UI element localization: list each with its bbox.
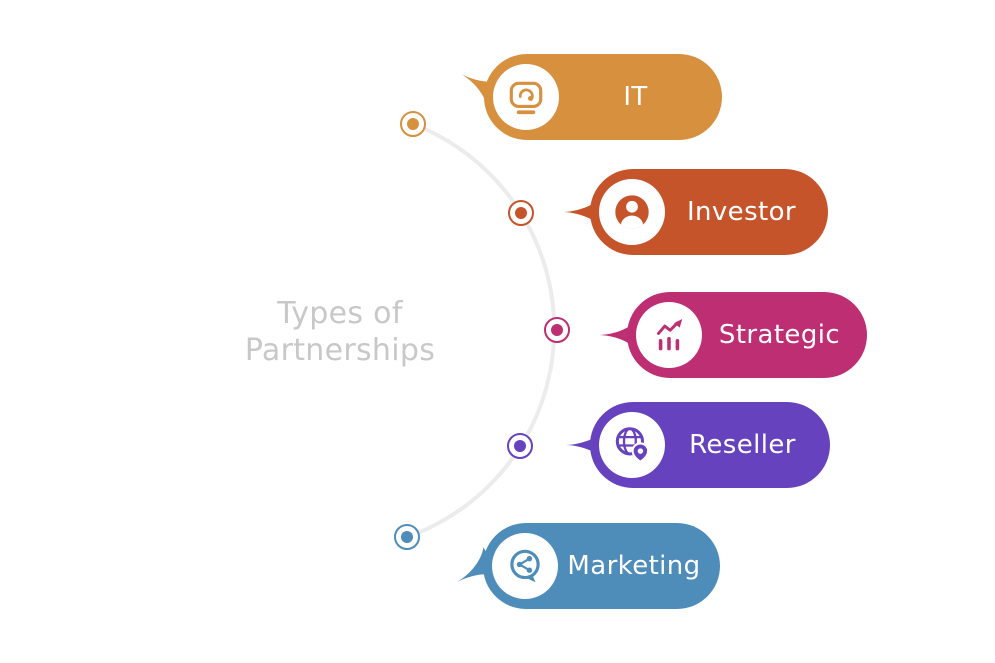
pill-tail bbox=[461, 74, 505, 109]
pill-tail bbox=[599, 318, 639, 352]
item-icon-badge bbox=[599, 412, 665, 478]
partnership-item-investor: Investor bbox=[563, 169, 828, 255]
item-label: IT bbox=[623, 82, 648, 112]
page-title-line2: Partnerships bbox=[244, 333, 436, 368]
arc-node-dot-strategic bbox=[544, 317, 570, 343]
item-icon-badge bbox=[492, 533, 558, 599]
item-icon-badge bbox=[493, 64, 559, 130]
share-bubble-icon bbox=[510, 549, 540, 583]
investor-person-icon bbox=[615, 195, 649, 229]
item-label: Reseller bbox=[689, 430, 796, 460]
support-monitor-icon bbox=[509, 81, 543, 115]
item-label: Investor bbox=[686, 197, 797, 227]
page-title-line1: Types of bbox=[277, 296, 403, 331]
pill-tail bbox=[457, 547, 501, 582]
arc-node-dot-it bbox=[400, 111, 426, 137]
growth-chart-icon bbox=[657, 319, 683, 351]
item-icon-badge bbox=[599, 179, 665, 245]
partnership-item-strategic: Strategic bbox=[599, 292, 867, 378]
arc-node-dot-investor bbox=[508, 200, 534, 226]
partnership-item-it: IT bbox=[461, 54, 722, 140]
partnership-item-reseller: Reseller bbox=[566, 402, 830, 488]
page-title: Types of Partnerships bbox=[165, 295, 515, 369]
item-label: Marketing bbox=[567, 551, 701, 581]
item-label: Strategic bbox=[718, 320, 841, 350]
pill-tail bbox=[566, 428, 606, 462]
globe-location-icon bbox=[615, 427, 650, 464]
item-icon-badge bbox=[636, 302, 702, 368]
partnership-item-marketing: Marketing bbox=[457, 523, 720, 609]
pill-tail bbox=[563, 195, 603, 229]
arc-node-dot-reseller bbox=[507, 433, 533, 459]
arc-node-dot-marketing bbox=[394, 524, 420, 550]
